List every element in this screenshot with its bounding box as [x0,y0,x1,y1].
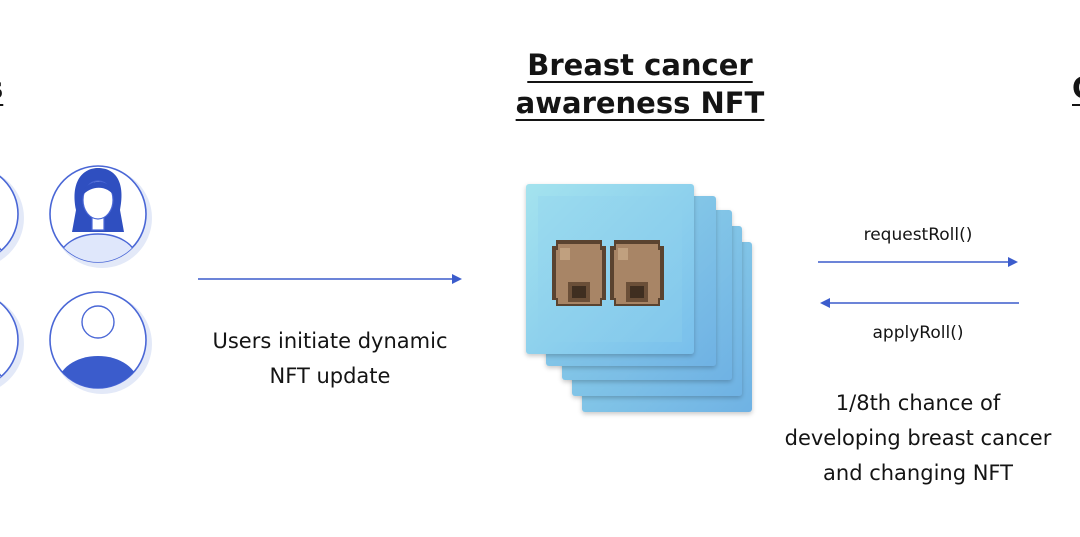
request-roll-arrow [818,257,1018,267]
nft-stack-icon [526,184,752,412]
users-caption-line1: Users initiate dynamic [212,329,448,353]
apply-roll-arrow [820,298,1019,308]
user-avatar-male-icon [49,291,152,394]
apply-roll-label: applyRoll() [872,323,964,343]
initiate-update-arrow [198,274,462,284]
chance-caption: 1/8th chance of developing breast cancer… [768,386,1068,491]
request-roll-label: requestRoll() [863,225,973,245]
user-avatar-female-icon [49,165,152,268]
nft-heading-line1: Breast cancer [527,48,753,82]
users-caption-line2: NFT update [269,364,391,388]
users-heading-fragment: s [0,69,16,107]
user-avatar-icon [0,175,24,262]
chance-caption-line3: and changing NFT [823,461,1013,485]
nft-heading: Breast cancer awareness NFT [480,46,800,122]
contract-heading-fragment: C [1072,69,1080,107]
chance-caption-line1: 1/8th chance of [835,391,1001,415]
user-avatar-icon [0,301,24,388]
nft-pixel-art [552,240,664,306]
chance-caption-line2: developing breast cancer [784,426,1052,450]
users-caption: Users initiate dynamic NFT update [180,324,480,394]
nft-heading-line2: awareness NFT [515,86,765,120]
